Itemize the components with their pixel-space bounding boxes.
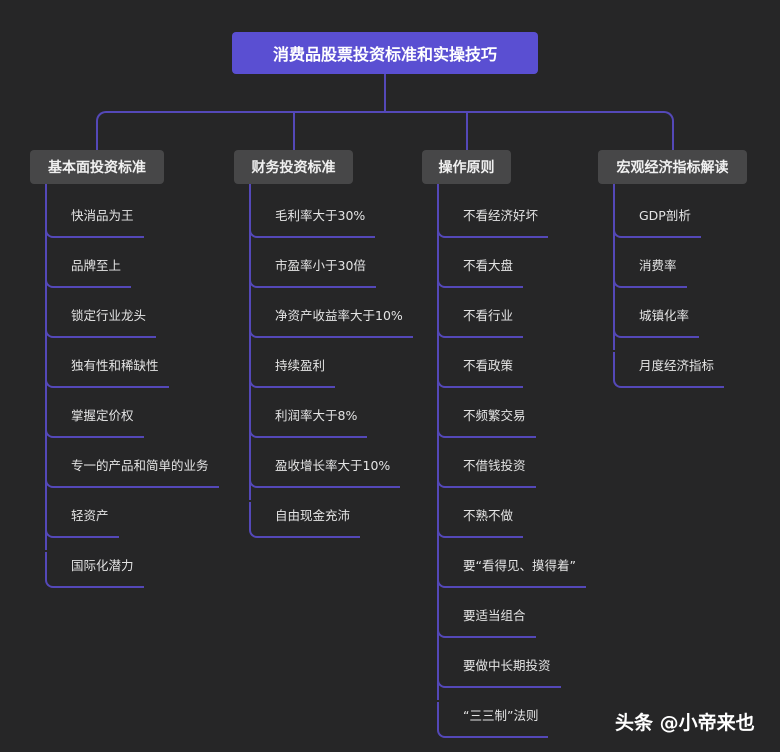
connector xyxy=(293,111,295,150)
leaf-node: 掌握定价权 xyxy=(45,402,144,438)
category-node: 基本面投资标准 xyxy=(30,150,164,184)
category-node: 操作原则 xyxy=(422,150,511,184)
leaf-node: 盈收增长率大于10% xyxy=(249,452,401,488)
watermark: 头条 @小帝来也 xyxy=(615,712,755,734)
leaf-node: 品牌至上 xyxy=(45,252,132,288)
leaf-node: 消费率 xyxy=(613,252,687,288)
category-node: 宏观经济指标解读 xyxy=(598,150,747,184)
leaf-node: GDP剖析 xyxy=(613,202,701,238)
leaf-node: 城镇化率 xyxy=(613,302,700,338)
leaf-node: 净资产收益率大于10% xyxy=(249,302,413,338)
leaf-node: 独有性和稀缺性 xyxy=(45,352,169,388)
leaf-node: 持续盈利 xyxy=(249,352,336,388)
leaf-node: 不看经济好坏 xyxy=(437,202,549,238)
connector xyxy=(660,111,674,152)
root-node: 消费品股票投资标准和实操技巧 xyxy=(232,32,538,74)
category-node: 财务投资标准 xyxy=(234,150,353,184)
connector xyxy=(466,111,468,150)
leaf-node: 专一的产品和简单的业务 xyxy=(45,452,219,488)
leaf-node: 月度经济指标 xyxy=(613,352,725,388)
leaf-node: 毛利率大于30% xyxy=(249,202,376,238)
root-connector xyxy=(384,74,386,112)
leaf-node: 不借钱投资 xyxy=(437,452,536,488)
leaf-node: 利润率大于8% xyxy=(249,402,368,438)
leaf-node: 自由现金充沛 xyxy=(249,502,361,538)
leaf-node: 不看行业 xyxy=(437,302,524,338)
branch-spine xyxy=(249,184,251,500)
connector xyxy=(96,111,110,152)
leaf-node: 市盈率小于30倍 xyxy=(249,252,376,288)
leaf-node: 要做中长期投资 xyxy=(437,652,561,688)
leaf-node: 锁定行业龙头 xyxy=(45,302,157,338)
branch-bar xyxy=(108,111,662,113)
leaf-node: 不看大盘 xyxy=(437,252,524,288)
leaf-node: 快消品为王 xyxy=(45,202,144,238)
leaf-node: 要适当组合 xyxy=(437,602,536,638)
leaf-node: 要“看得见、摸得着” xyxy=(437,552,586,588)
branch-spine xyxy=(437,184,439,700)
leaf-node: 国际化潜力 xyxy=(45,552,144,588)
leaf-node: 不看政策 xyxy=(437,352,524,388)
leaf-node: 不频繁交易 xyxy=(437,402,536,438)
leaf-node: 不熟不做 xyxy=(437,502,524,538)
leaf-node: 轻资产 xyxy=(45,502,119,538)
leaf-node: “三三制”法则 xyxy=(437,702,549,738)
